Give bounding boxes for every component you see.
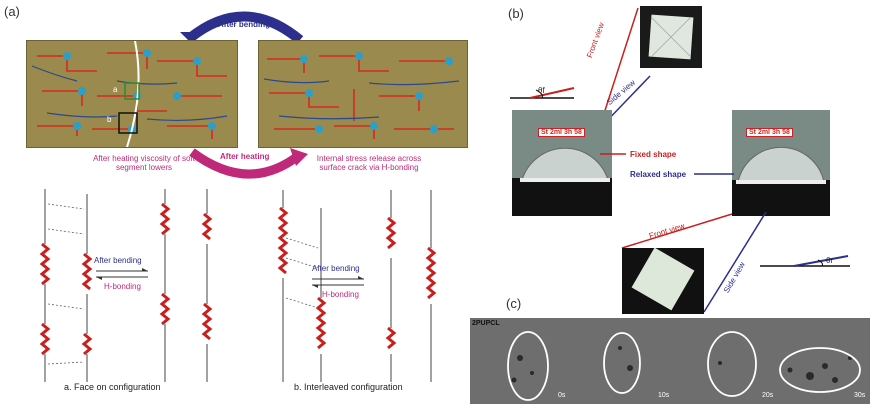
sample-label-left: St 2ml 3h 58	[538, 128, 585, 137]
shape-pointers	[600, 153, 734, 175]
interleaved-schematic	[277, 190, 437, 382]
right-eq-bottom: H-bonding	[322, 290, 359, 299]
right-eq-top: After bending	[312, 264, 360, 273]
protractor-photo-left: St 2ml 3h 58	[512, 110, 612, 216]
view-lines-bottom	[621, 211, 767, 313]
inset-a-label: a	[113, 85, 118, 94]
relaxed-shape-label: Relaxed shape	[630, 170, 687, 179]
fixed-shape-label: Fixed shape	[630, 150, 677, 159]
equilibrium-arrows-left	[96, 268, 148, 280]
caption-left: After heating viscosity of soft segment …	[93, 154, 195, 172]
face-on-schematic	[39, 189, 213, 382]
polymer-network-left: a b	[26, 40, 238, 148]
polymer-chains-left	[31, 40, 228, 148]
config-a-label: a. Face on configuration	[64, 382, 161, 392]
time-0: 0s	[558, 392, 566, 399]
panel-b-label: (b)	[508, 6, 524, 21]
sem-image-strip: 2PUPCL 0s 10s 20s 30s	[470, 318, 870, 404]
theta-f-label: θf	[538, 86, 545, 95]
theta-r-label: θr	[826, 256, 834, 265]
after-bending-arrow	[180, 11, 304, 44]
left-eq-bottom: H-bonding	[104, 282, 141, 291]
time-20: 20s	[762, 392, 774, 399]
after-heating-label: After heating	[220, 152, 270, 161]
sample-name: 2PUPCL	[472, 320, 500, 327]
protractor-photo-right: St 2ml 3h 58	[732, 110, 830, 216]
polymer-chains-right	[263, 52, 460, 139]
time-30: 30s	[854, 392, 866, 399]
inset-b-label: b	[107, 115, 112, 124]
left-eq-top: After bending	[94, 256, 142, 265]
theta-r-diagram	[760, 255, 850, 267]
sample-label-right: St 2ml 3h 58	[746, 128, 793, 137]
equilibrium-arrows-right	[312, 276, 364, 288]
theta-f-diagram	[510, 87, 575, 99]
panel-a-label: (a)	[4, 4, 20, 19]
config-b-label: b. Interleaved configuration	[294, 382, 403, 392]
polymer-network-right	[258, 40, 468, 148]
after-bending-label: After bending	[218, 20, 270, 29]
panel-c-label: (c)	[506, 296, 522, 311]
time-10: 10s	[658, 392, 670, 399]
square-sample-photo-bottom	[622, 247, 704, 314]
after-heating-arrow	[189, 148, 308, 179]
square-sample-photo-top	[640, 6, 702, 68]
caption-right: Internal stress release across surface c…	[316, 154, 422, 172]
